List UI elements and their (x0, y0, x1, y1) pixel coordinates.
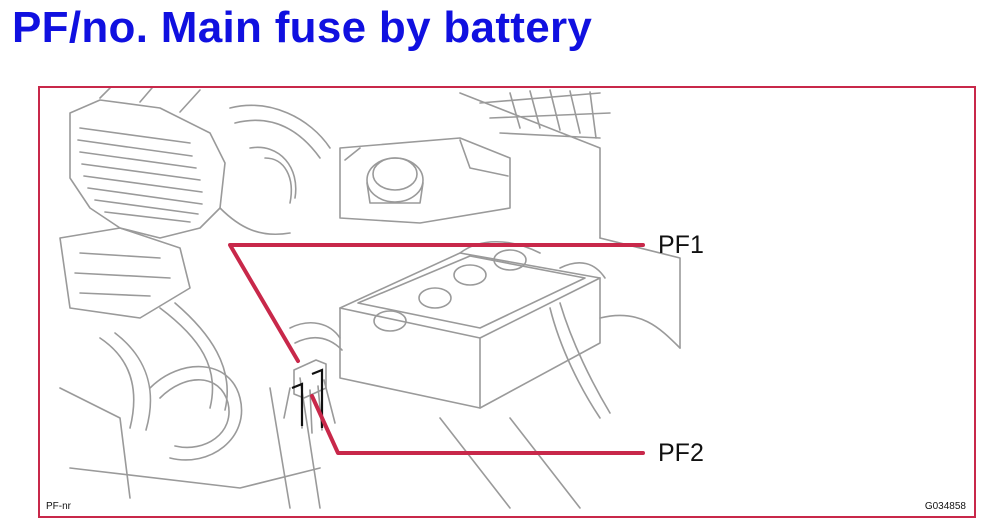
pf2-leader-line (310, 394, 645, 455)
fuse-cable-detail (291, 368, 324, 428)
page-title: PF/no. Main fuse by battery (12, 3, 593, 52)
figure-code-left: PF-nr (46, 501, 71, 512)
pf2-label: PF2 (658, 439, 704, 467)
engine-bay-illustration (59, 88, 681, 509)
pf1-label: PF1 (658, 231, 704, 259)
pf1-leader-line (228, 243, 645, 363)
diagram-frame: PF1 PF2 PF-nr G034858 (38, 86, 976, 518)
figure-code-right: G034858 (924, 501, 966, 512)
engine-drawing-lines (59, 88, 681, 509)
